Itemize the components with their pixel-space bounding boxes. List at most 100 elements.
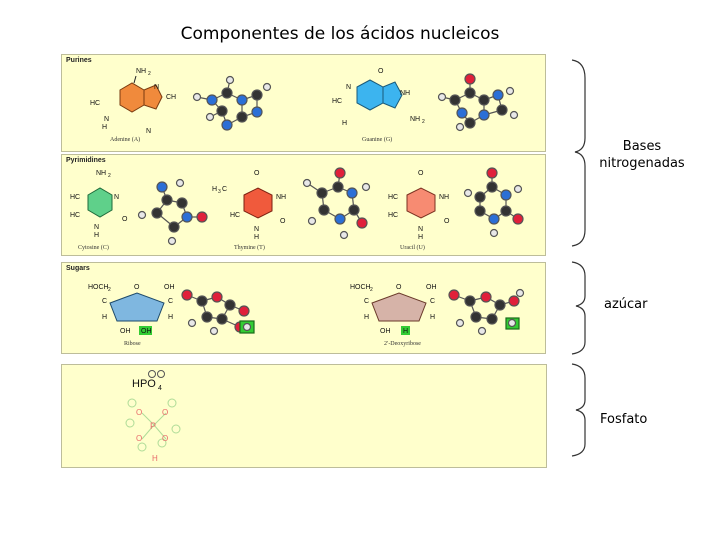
svg-text:C: C [222,186,227,193]
svg-text:NH: NH [276,194,286,201]
svg-text:OH: OH [380,328,391,335]
thymine-ball-model [302,167,371,240]
svg-text:O: O [134,284,140,291]
svg-text:HC: HC [90,100,100,107]
deoxyribose-ball-model [448,288,525,336]
svg-text:C: C [430,298,435,305]
svg-text:O: O [378,68,384,75]
svg-text:N: N [94,224,99,231]
uracil-ball-model [463,167,524,238]
svg-text:H: H [102,124,107,131]
svg-text:O: O [122,216,128,223]
phosphate-panel: HPO 4 O O P O O H [61,364,547,468]
svg-text:OH: OH [141,328,152,335]
svg-text:HC: HC [70,212,80,219]
adenine-caption: Adenine (A) [110,136,140,143]
ribose-caption: Ribose [124,341,141,347]
svg-text:N: N [154,84,159,91]
svg-text:HC: HC [388,194,398,201]
svg-text:H: H [254,234,259,241]
svg-text:P: P [150,421,156,431]
phosphate-brace [571,363,586,457]
svg-text:H: H [102,314,107,321]
svg-text:HC: HC [332,98,342,105]
svg-text:NH: NH [96,170,106,177]
svg-text:NH: NH [400,90,410,97]
guanine-caption: Guanine (G) [362,136,392,143]
svg-text:3: 3 [218,189,221,195]
phosphate-label: Fosfato [600,412,648,427]
svg-text:NH: NH [439,194,449,201]
guanine-ball-model [437,73,519,132]
svg-text:O: O [162,408,168,417]
svg-text:HC: HC [388,212,398,219]
svg-text:N: N [146,128,151,135]
svg-text:HC: HC [230,212,240,219]
svg-text:O: O [396,284,402,291]
svg-text:N: N [346,84,351,91]
svg-text:H: H [168,314,173,321]
svg-text:N: N [114,194,119,201]
svg-text:HOCH: HOCH [350,284,371,291]
uracil-caption: Uracil (U) [400,244,425,251]
svg-text:2: 2 [108,287,111,293]
svg-text:H: H [94,232,99,239]
adenine-ball-model [192,75,272,131]
svg-text:2: 2 [148,71,151,77]
svg-text:OH: OH [164,284,175,291]
uracil-structure: O HC HC NH NH O Uracil (U) [388,170,450,251]
svg-text:H: H [364,314,369,321]
phosphate-formula: HPO [132,378,156,390]
cytosine-caption: Cytosine (C) [78,244,109,251]
svg-text:OH: OH [426,284,437,291]
svg-text:C: C [364,298,369,305]
svg-text:H: H [418,234,423,241]
svg-text:H: H [430,314,435,321]
phosphate-ghost-model [125,398,181,452]
svg-text:C: C [168,298,173,305]
svg-text:2: 2 [108,173,111,179]
svg-text:CH: CH [166,94,176,101]
bases-brace [571,59,586,247]
svg-text:NH: NH [136,68,146,75]
sugar-brace [571,261,586,355]
phosphate-subscript: 4 [158,385,162,392]
thymine-caption: Thymine (T) [234,244,265,251]
svg-text:H: H [403,328,408,335]
svg-text:2: 2 [370,287,373,293]
svg-text:O: O [254,170,260,177]
svg-text:H: H [342,120,347,127]
deoxyribose-caption: 2′-Deoxyribose [384,341,421,347]
svg-text:O: O [280,218,286,225]
page-title: Componentes de los ácidos nucleicos [180,24,500,44]
sugars-label: Sugars [66,265,90,272]
svg-text:HOCH: HOCH [88,284,109,291]
svg-text:OH: OH [120,328,131,335]
bases-label: Bases nitrogenadas [599,139,685,171]
svg-text:2: 2 [422,119,425,125]
purines-label: Purines [66,57,92,64]
svg-text:N: N [104,116,109,123]
svg-text:O: O [418,170,424,177]
svg-text:H: H [152,454,158,463]
ribose-ball-model [181,289,255,336]
svg-text:N: N [254,226,259,233]
svg-text:N: N [418,226,423,233]
cytosine-ball-model [137,178,208,246]
sugar-label: azúcar [604,297,648,312]
svg-text:O: O [136,434,142,443]
svg-text:O: O [162,434,168,443]
pyrimidines-label: Pyrimidines [66,157,106,164]
svg-text:O: O [444,218,450,225]
